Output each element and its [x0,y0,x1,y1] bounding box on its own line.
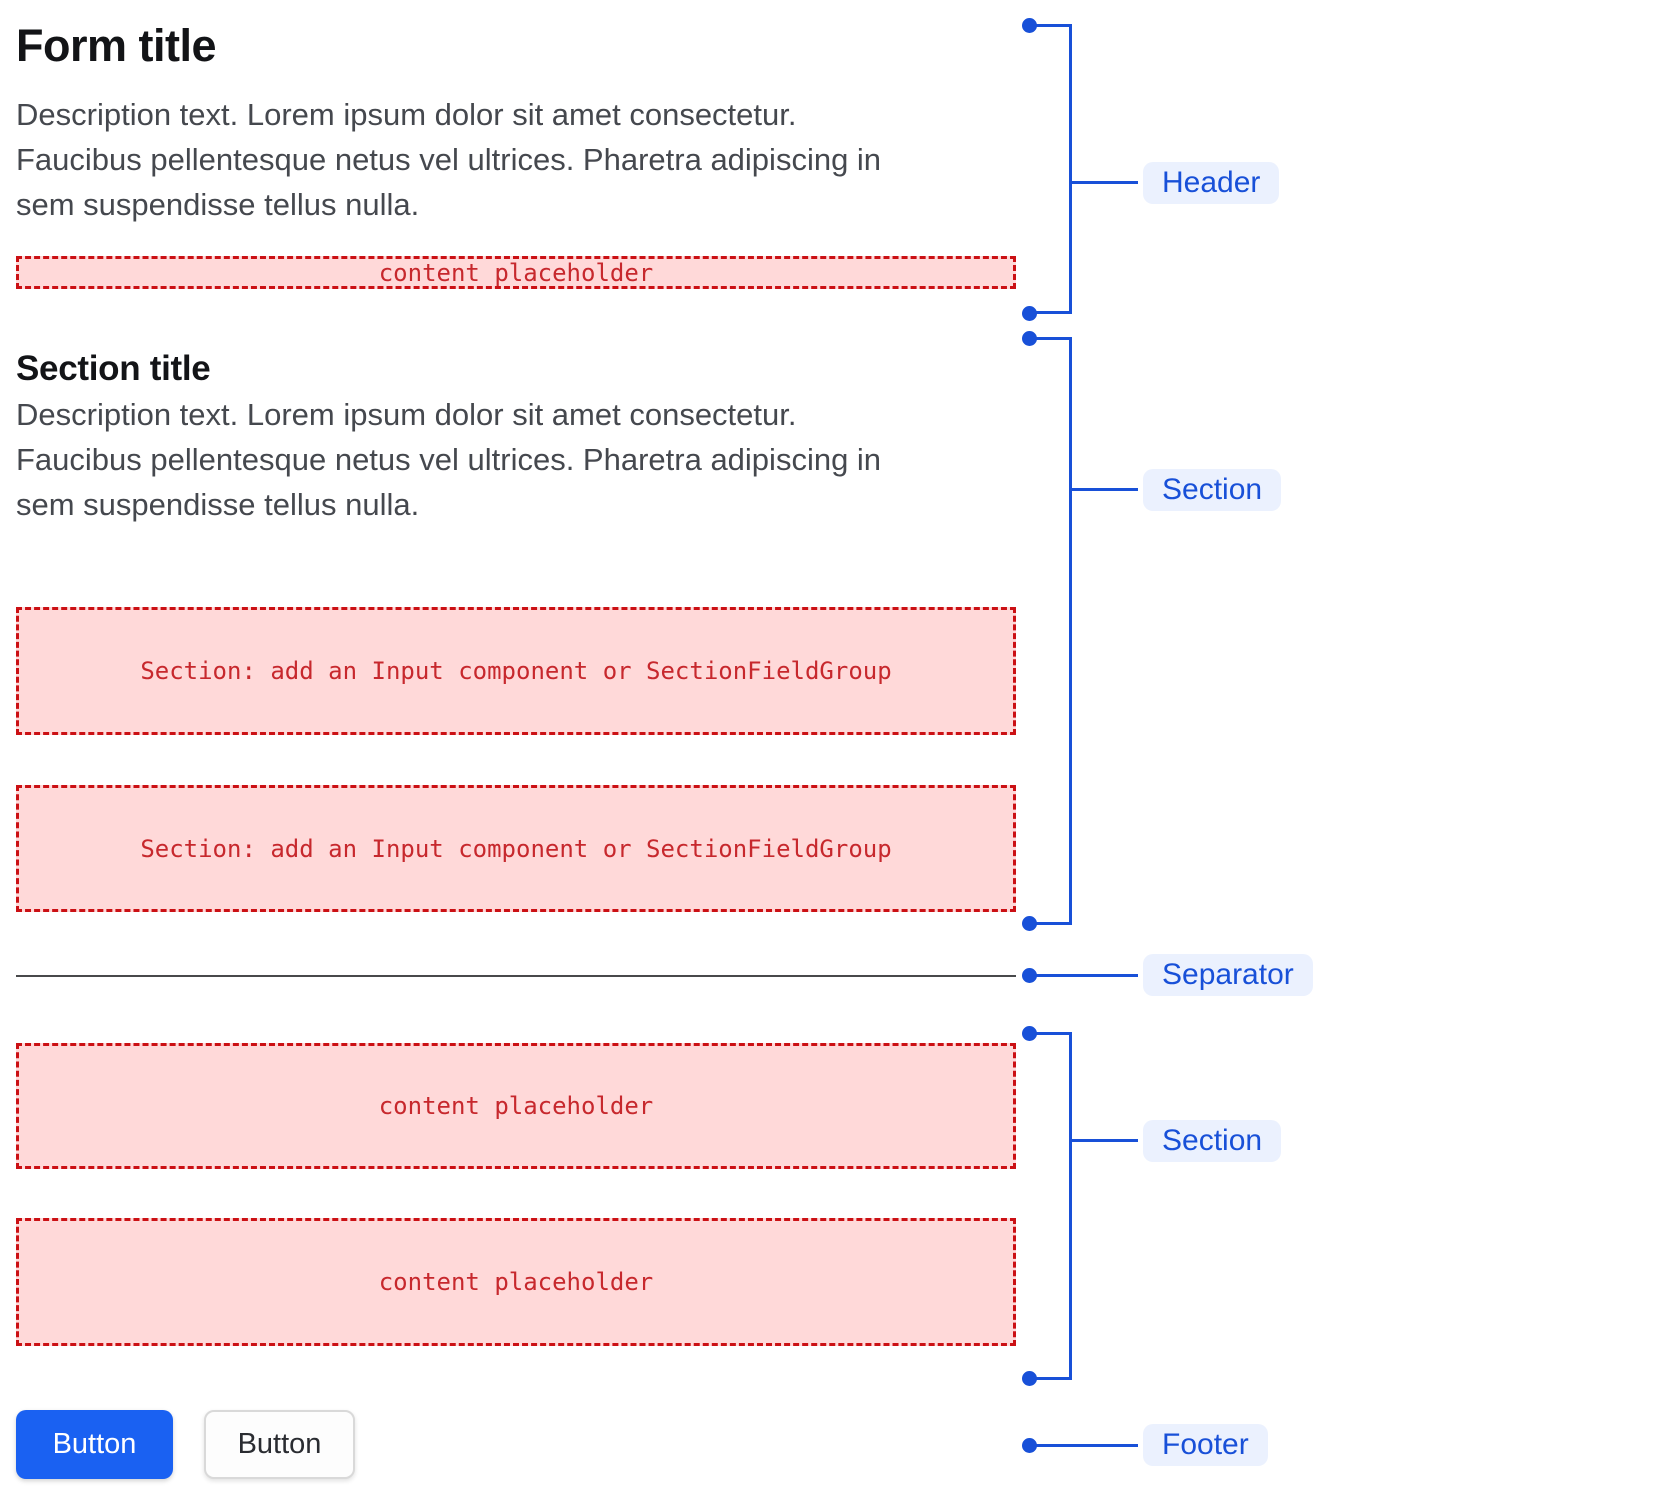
section-bottom-connector-line [1072,1139,1138,1142]
form-description: Description text. Lorem ipsum dolor sit … [16,97,882,222]
content-placeholder-slot-1: content placeholder [16,1043,1016,1169]
section-input-slot-1-text: Section: add an Input component or Secti… [140,657,892,685]
section-bottom-annotation-label: Section [1143,1120,1282,1162]
section-top-annotation-label: Section [1143,469,1282,511]
separator-annotation-label: Separator [1143,954,1313,996]
section-top-bracket-bottom-dot [1022,916,1037,931]
footer-anchor-dot [1022,1438,1037,1453]
footer-annotation-label: Footer [1143,1424,1268,1466]
header-bracket-bottom-dot [1022,306,1037,321]
header-annotation-label: Header [1143,162,1280,204]
section-top-connector-line [1072,488,1138,491]
content-placeholder-slot-1-text: content placeholder [378,1092,654,1120]
section-title: Section title [16,349,211,388]
header-content-placeholder-text: content placeholder [378,258,654,287]
content-placeholder-slot-2: content placeholder [16,1218,1016,1346]
section-bottom-bracket [1029,1032,1072,1380]
header-bracket [1029,24,1072,314]
primary-button[interactable]: Button [16,1410,173,1479]
section-description: Description text. Lorem ipsum dolor sit … [16,397,882,522]
content-placeholder-slot-2-text: content placeholder [378,1268,654,1296]
section-input-slot-2-text: Section: add an Input component or Secti… [140,834,892,863]
header-connector-line [1072,181,1138,184]
separator-connector-line [1030,974,1138,977]
form-title: Form title [16,20,217,71]
header-bracket-top-dot [1022,18,1037,33]
separator-anchor-dot [1022,968,1037,983]
section-input-slot-1: Section: add an Input component or Secti… [16,607,1016,735]
separator-line [16,975,1016,977]
header-content-placeholder: content placeholder [16,256,1016,289]
section-bottom-bracket-top-dot [1022,1026,1037,1041]
section-input-slot-2: Section: add an Input component or Secti… [16,785,1016,912]
footer-connector-line [1030,1444,1138,1447]
section-top-bracket-top-dot [1022,331,1037,346]
secondary-button[interactable]: Button [204,1410,355,1479]
section-bottom-bracket-bottom-dot [1022,1371,1037,1386]
section-top-bracket [1029,337,1072,925]
